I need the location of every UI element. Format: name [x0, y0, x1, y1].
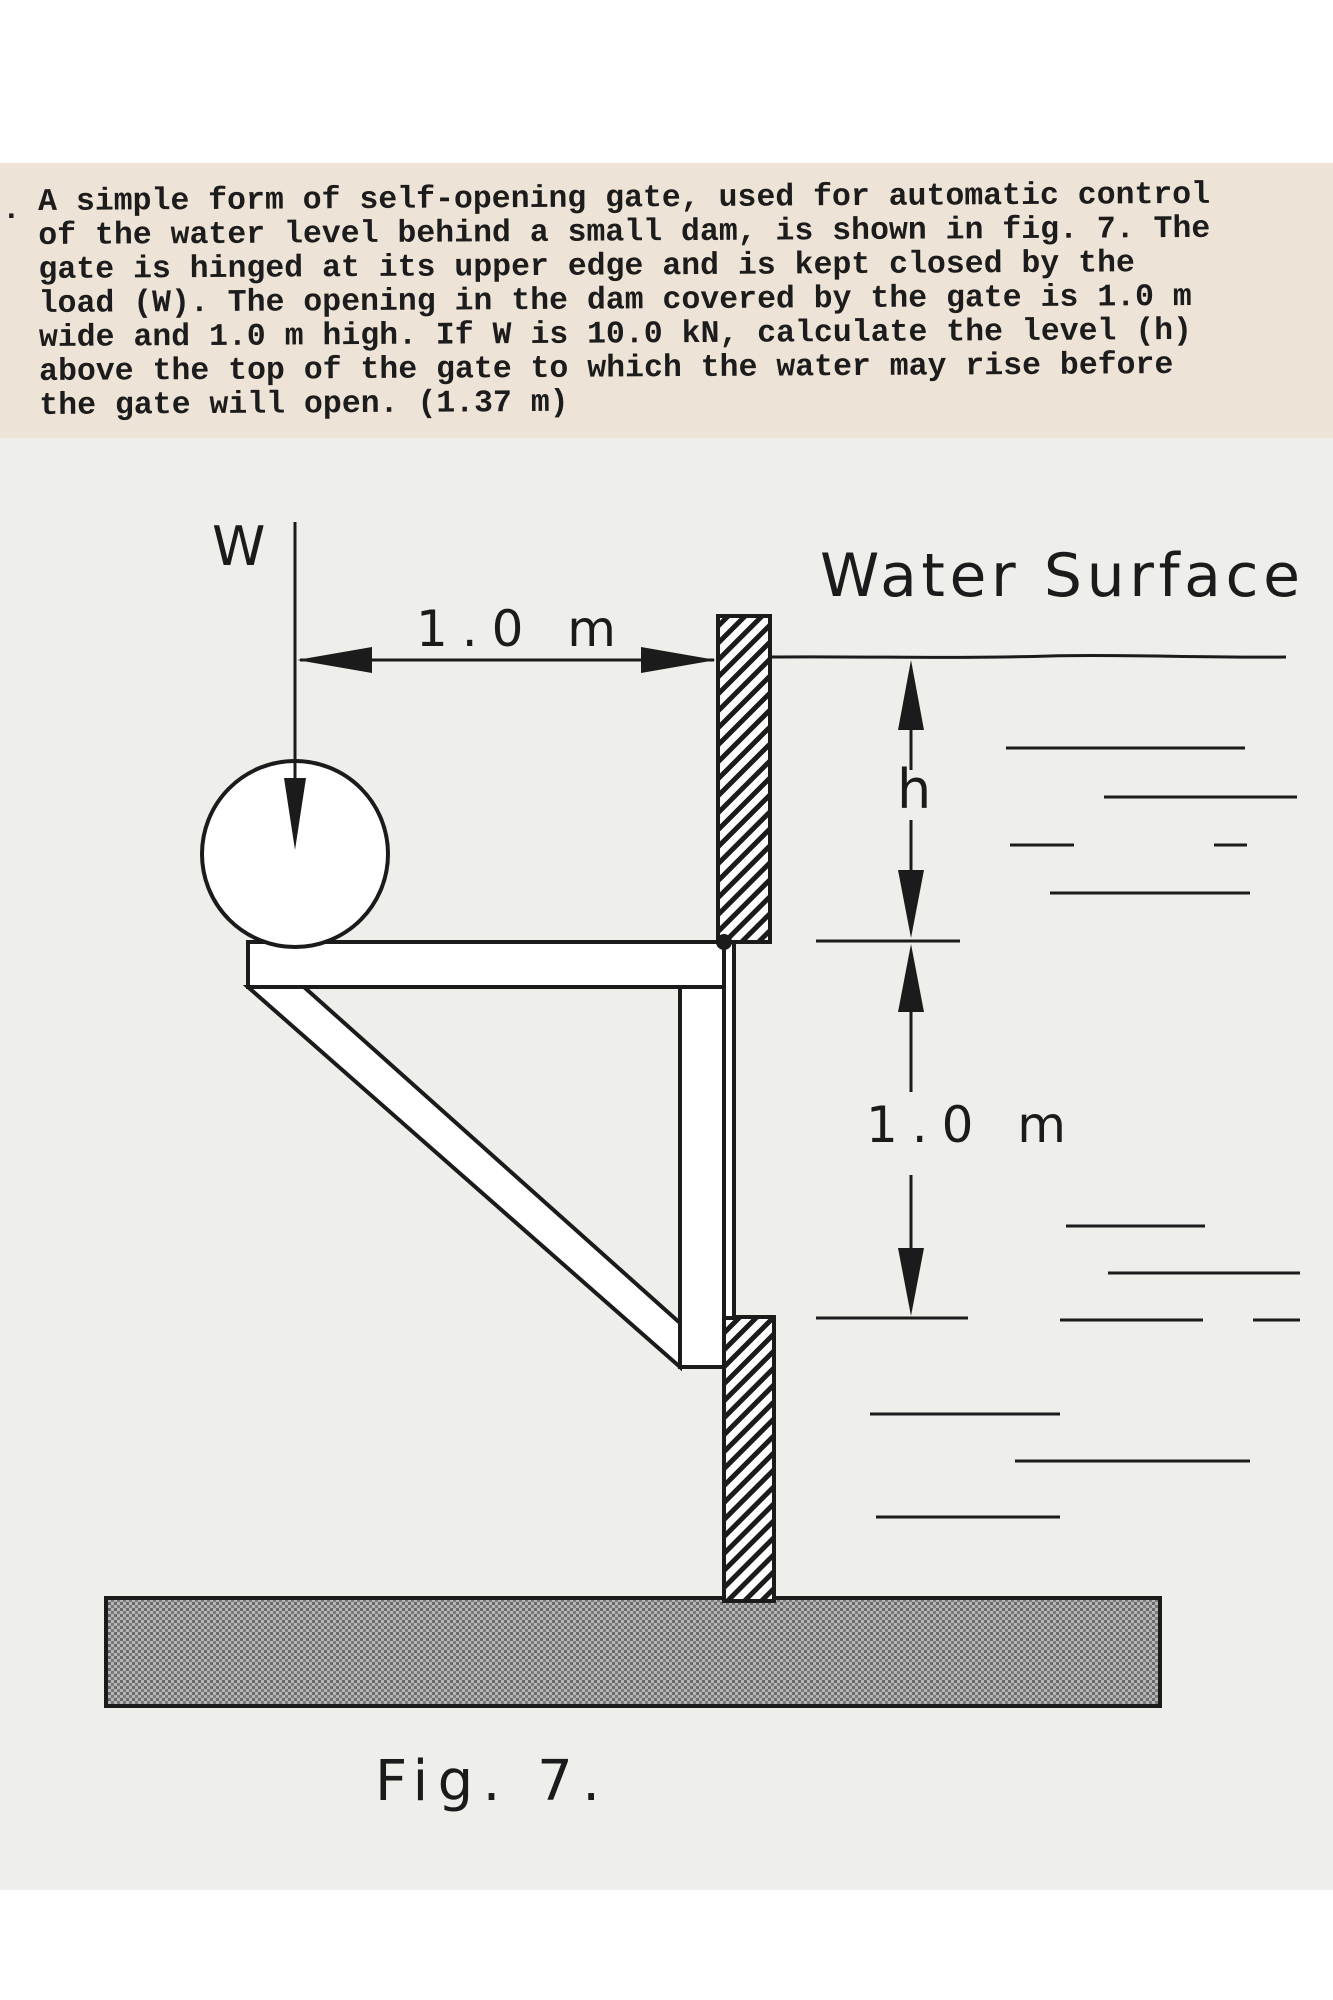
h-arrow-down: [898, 870, 924, 938]
gate-height-arrow-up: [898, 944, 924, 1012]
arm-dimension-arrow-left: [297, 647, 372, 673]
fig-7-diagram: W 1.0 m Water Surface h 1.0 m Fig. 7.: [104, 515, 1300, 1814]
gate-brace: [242, 985, 682, 1372]
gate-arm: [246, 940, 726, 989]
gate-height-label: 1.0 m: [866, 1096, 1066, 1154]
problem-number: .: [2, 193, 21, 228]
arm-dimension-arrow-right: [641, 647, 716, 673]
figure-caption: Fig. 7.: [375, 1749, 600, 1814]
water-surface-label: Water Surface: [820, 541, 1300, 611]
dam-lower-section: [722, 1315, 776, 1603]
ground-base: [104, 1596, 1162, 1708]
problem-statement: A simple form of self-opening gate, used…: [37, 177, 1211, 424]
arm-length-label: 1.0 m: [416, 600, 616, 658]
water-surface-line: [769, 653, 1287, 659]
hinge-point: [716, 934, 732, 950]
gate-frame-vertical: [678, 985, 726, 1369]
gate-height-arrow-down: [898, 1248, 924, 1316]
h-arrow-up: [898, 660, 924, 730]
problem-text-strip: [0, 163, 1333, 438]
load-label: W: [212, 515, 265, 578]
load-arrow-head: [284, 778, 306, 850]
water-waves: [870, 746, 1300, 1519]
dam-upper-section: [716, 614, 772, 944]
h-label: h: [897, 758, 931, 821]
